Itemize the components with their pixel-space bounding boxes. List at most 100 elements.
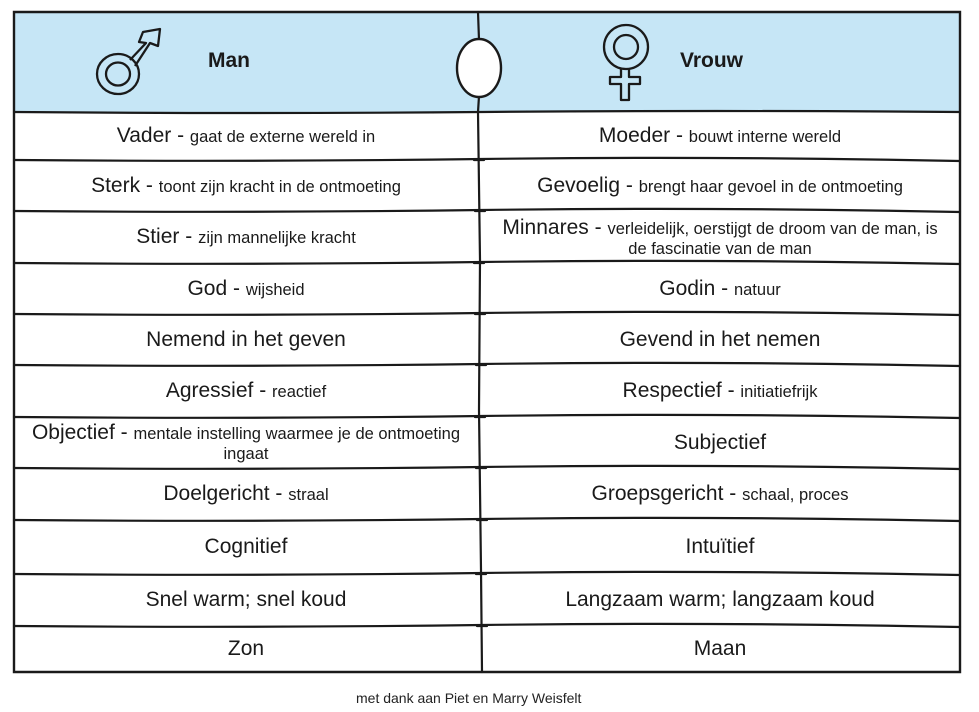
cell-text: Agressief - reactief bbox=[154, 379, 338, 403]
footer-credit: met dank aan Piet en Marry Weisfelt bbox=[356, 690, 582, 706]
header-vrouw-title: Vrouw bbox=[680, 49, 744, 72]
table-cell-right: Gevend in het nemen bbox=[480, 315, 960, 365]
cell-separator: - bbox=[114, 421, 134, 445]
cell-text: Langzaam warm; langzaam koud bbox=[553, 588, 886, 612]
cell-sub-text: reactief bbox=[272, 383, 327, 402]
cell-separator: - bbox=[140, 173, 159, 197]
female-symbol-icon bbox=[602, 23, 650, 102]
cell-main-text: Snel warm; snel koud bbox=[145, 588, 347, 612]
table-cell-left: Snel warm; snel koud bbox=[14, 575, 478, 626]
cell-main-text: Objectief bbox=[31, 421, 115, 445]
table-cell-left: Sterk - toont zijn kracht in de ontmoeti… bbox=[14, 161, 478, 211]
cell-text: Moeder - bouwt interne wereld bbox=[587, 124, 853, 148]
cell-text: Groepsgericht - schaal, proces bbox=[580, 482, 861, 506]
table-cell-right: Maan bbox=[480, 627, 960, 672]
cell-text: Maan bbox=[682, 637, 759, 661]
header-man-title: Man bbox=[208, 49, 250, 72]
cell-separator: - bbox=[253, 379, 273, 403]
cell-sub-text: wijsheid bbox=[245, 280, 305, 299]
cell-separator: - bbox=[269, 482, 289, 506]
table-cell-right: Intuïtief bbox=[480, 521, 960, 574]
cell-text: Minnares - verleidelijk, oerstijgt de dr… bbox=[480, 216, 960, 260]
cell-main-text: God bbox=[187, 276, 228, 300]
cell-sub-text: brengt haar gevoel in de ontmoeting bbox=[638, 177, 903, 196]
table-cell-left: Doelgericht - straal bbox=[14, 469, 478, 520]
table-cell-left: Objectief - mentale instelling waarmee j… bbox=[14, 418, 478, 468]
cell-main-text: Gevoelig bbox=[537, 173, 621, 197]
cell-text: Zon bbox=[216, 637, 276, 661]
cell-main-text: Zon bbox=[227, 637, 265, 661]
cell-text: Subjectief bbox=[662, 431, 778, 455]
cell-main-text: Moeder bbox=[598, 124, 671, 148]
cell-sub-text: natuur bbox=[733, 280, 781, 299]
cell-text: Nemend in het geven bbox=[134, 328, 358, 352]
cell-main-text: Doelgericht bbox=[163, 482, 270, 506]
table-cell-right: Godin - natuur bbox=[480, 264, 960, 314]
cell-separator: - bbox=[588, 215, 608, 239]
cell-separator: - bbox=[670, 124, 689, 148]
table-cell-left: Cognitief bbox=[14, 521, 478, 574]
cell-sub-text: bouwt interne wereld bbox=[688, 128, 842, 147]
comparison-table: Man Vrouw Vader - gaat de externe wereld… bbox=[12, 10, 962, 675]
cell-sub-text: straal bbox=[288, 486, 329, 505]
cell-main-text: Cognitief bbox=[204, 535, 288, 559]
cell-separator: - bbox=[721, 379, 741, 403]
cell-separator: - bbox=[723, 482, 743, 506]
cell-sub-text: toont zijn kracht in de ontmoeting bbox=[158, 177, 401, 196]
cell-main-text: Respectief bbox=[622, 379, 722, 403]
cell-separator: - bbox=[715, 276, 734, 300]
cell-text: Respectief - initiatiefrijk bbox=[611, 379, 830, 403]
table-cell-right: Subjectief bbox=[480, 418, 960, 468]
cell-text: Vader - gaat de externe wereld in bbox=[105, 124, 387, 148]
cell-main-text: Langzaam warm; langzaam koud bbox=[565, 588, 875, 612]
egg-icon bbox=[455, 37, 503, 99]
table-cell-left: Nemend in het geven bbox=[14, 315, 478, 365]
table-cell-right: Gevoelig - brengt haar gevoel in de ontm… bbox=[480, 161, 960, 211]
table-cell-right: Minnares - verleidelijk, oerstijgt de dr… bbox=[480, 212, 960, 263]
table-cell-right: Groepsgericht - schaal, proces bbox=[480, 469, 960, 520]
table-cell-left: Agressief - reactief bbox=[14, 366, 478, 417]
table-cell-left: God - wijsheid bbox=[14, 264, 478, 314]
cell-sub-text: zijn mannelijke kracht bbox=[198, 229, 356, 248]
male-symbol-icon bbox=[95, 27, 162, 96]
cell-text: Sterk - toont zijn kracht in de ontmoeti… bbox=[79, 174, 413, 198]
cell-text: Intuïtief bbox=[674, 535, 767, 559]
table-cell-right: Langzaam warm; langzaam koud bbox=[480, 575, 960, 626]
cell-main-text: Intuïtief bbox=[685, 535, 755, 559]
table-cell-left: Zon bbox=[14, 627, 478, 672]
cell-sub-text: schaal, proces bbox=[742, 486, 849, 505]
table-cell-right: Respectief - initiatiefrijk bbox=[480, 366, 960, 417]
cell-text: Gevoelig - brengt haar gevoel in de ontm… bbox=[525, 174, 915, 198]
cell-sub-text: gaat de externe wereld in bbox=[189, 128, 376, 147]
cell-text: God - wijsheid bbox=[175, 277, 316, 301]
cell-text: Gevend in het nemen bbox=[608, 328, 833, 352]
cell-text: Snel warm; snel koud bbox=[134, 588, 359, 612]
cell-separator: - bbox=[171, 124, 190, 148]
cell-main-text: Nemend in het geven bbox=[146, 327, 346, 351]
header-vrouw: Vrouw bbox=[478, 10, 962, 112]
cell-separator: - bbox=[179, 225, 199, 249]
cell-main-text: Gevend in het nemen bbox=[619, 327, 821, 351]
table-cell-right: Moeder - bouwt interne wereld bbox=[480, 113, 960, 160]
cell-main-text: Minnares bbox=[502, 215, 589, 239]
cell-main-text: Maan bbox=[693, 637, 747, 661]
cell-text: Objectief - mentale instelling waarmee j… bbox=[14, 421, 478, 465]
table-frame bbox=[12, 10, 962, 674]
cell-text: Godin - natuur bbox=[647, 277, 793, 301]
cell-main-text: Vader bbox=[116, 124, 172, 148]
cell-sub-text: initiatiefrijk bbox=[740, 383, 818, 402]
cell-main-text: Groepsgericht bbox=[591, 482, 724, 506]
cell-text: Doelgericht - straal bbox=[151, 482, 340, 506]
header-man: Man bbox=[12, 10, 478, 112]
cell-main-text: Subjectief bbox=[673, 430, 767, 454]
cell-main-text: Stier bbox=[136, 225, 180, 249]
cell-sub-text: verleidelijk, oerstijgt de droom van de … bbox=[607, 219, 938, 258]
cell-separator: - bbox=[620, 173, 639, 197]
cell-text: Cognitief bbox=[193, 535, 300, 559]
table-cell-left: Vader - gaat de externe wereld in bbox=[14, 113, 478, 160]
cell-main-text: Sterk bbox=[91, 173, 141, 197]
cell-main-text: Agressief bbox=[165, 379, 254, 403]
cell-separator: - bbox=[227, 276, 246, 300]
cell-main-text: Godin bbox=[659, 276, 716, 300]
table-cell-left: Stier - zijn mannelijke kracht bbox=[14, 212, 478, 263]
